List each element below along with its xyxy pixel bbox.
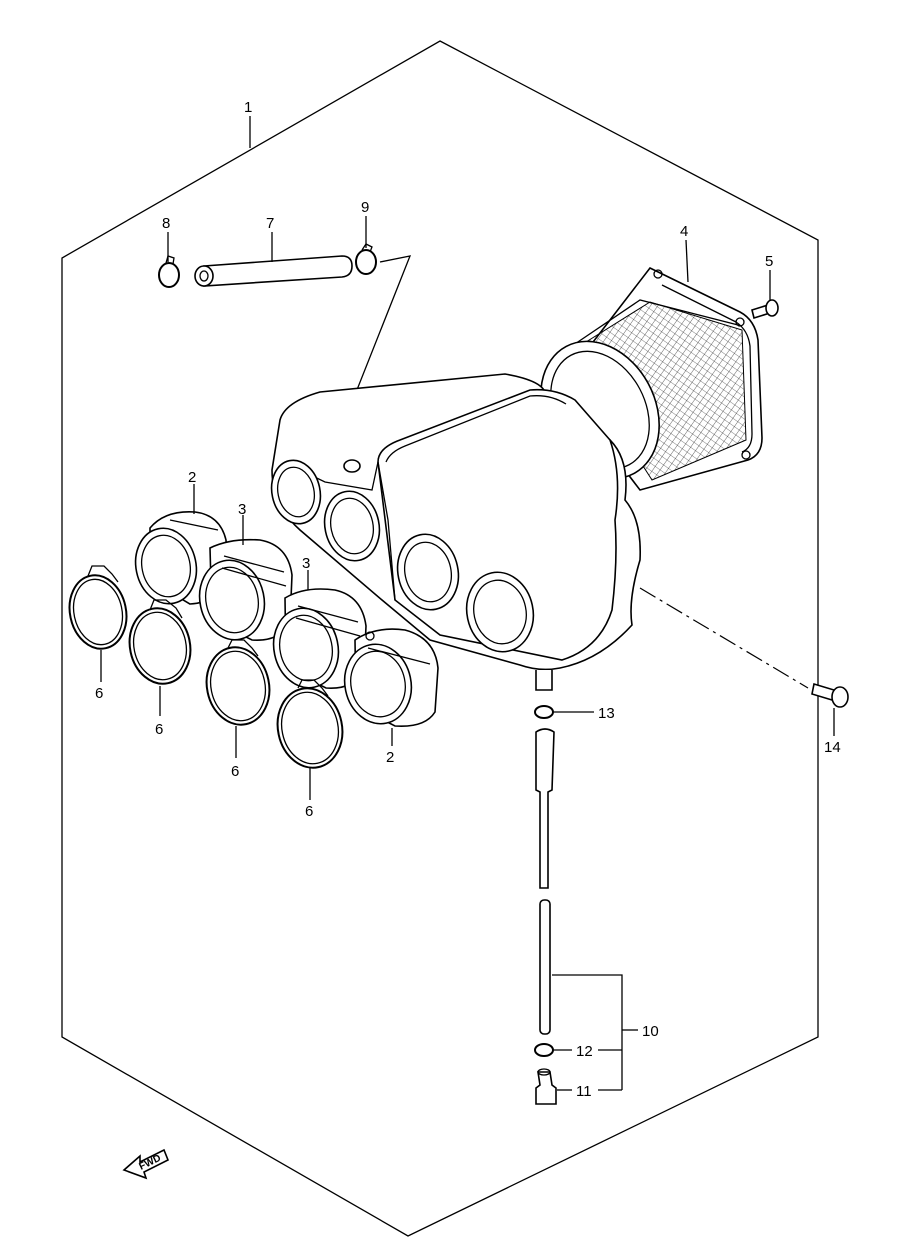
label-6d: 6: [305, 803, 313, 820]
clamp-6-b[interactable]: [123, 599, 197, 689]
drain-plug-11[interactable]: [535, 1068, 557, 1105]
hose-clamp-9[interactable]: [355, 243, 377, 275]
drain-hose-lower[interactable]: [539, 899, 551, 1035]
intake-boot-2-left[interactable]: [129, 511, 229, 610]
intake-boot-3-left[interactable]: [192, 538, 293, 646]
label-13: 13: [598, 705, 615, 722]
label-8: 8: [162, 215, 170, 232]
drain-hose-upper[interactable]: [535, 728, 555, 889]
bolt-5[interactable]: [751, 299, 779, 320]
assembly-boundary: [61, 40, 819, 1237]
intake-boot-2-right[interactable]: [337, 628, 439, 730]
leader-lines: [100, 116, 835, 1091]
label-2a: 2: [188, 469, 196, 486]
clamp-6-a[interactable]: [63, 565, 133, 654]
screw-14[interactable]: [811, 682, 849, 708]
label-4: 4: [680, 223, 688, 240]
label-3a: 3: [238, 501, 246, 518]
clamp-6-d[interactable]: [270, 679, 349, 774]
air-cleaner-case[interactable]: [266, 373, 642, 691]
label-2b: 2: [386, 749, 394, 766]
label-12: 12: [576, 1043, 593, 1060]
label-5: 5: [765, 253, 773, 270]
label-10: 10: [642, 1023, 659, 1040]
label-1: 1: [244, 99, 252, 116]
label-6a: 6: [95, 685, 103, 702]
breather-hose[interactable]: [194, 255, 353, 287]
label-14: 14: [824, 739, 841, 756]
label-6c: 6: [231, 763, 239, 780]
label-7: 7: [266, 215, 274, 232]
drain-clamp-12[interactable]: [534, 1043, 554, 1057]
label-6b: 6: [155, 721, 163, 738]
drain-clamp-13[interactable]: [534, 705, 554, 719]
label-9: 9: [361, 199, 369, 216]
fwd-arrow-icon: FWD: [122, 1148, 170, 1180]
intake-boot-3-right[interactable]: [266, 588, 367, 694]
label-3b: 3: [302, 555, 310, 572]
label-11: 11: [576, 1083, 592, 1100]
hose-clamp-8[interactable]: [158, 255, 180, 288]
clamp-6-c[interactable]: [200, 639, 277, 731]
